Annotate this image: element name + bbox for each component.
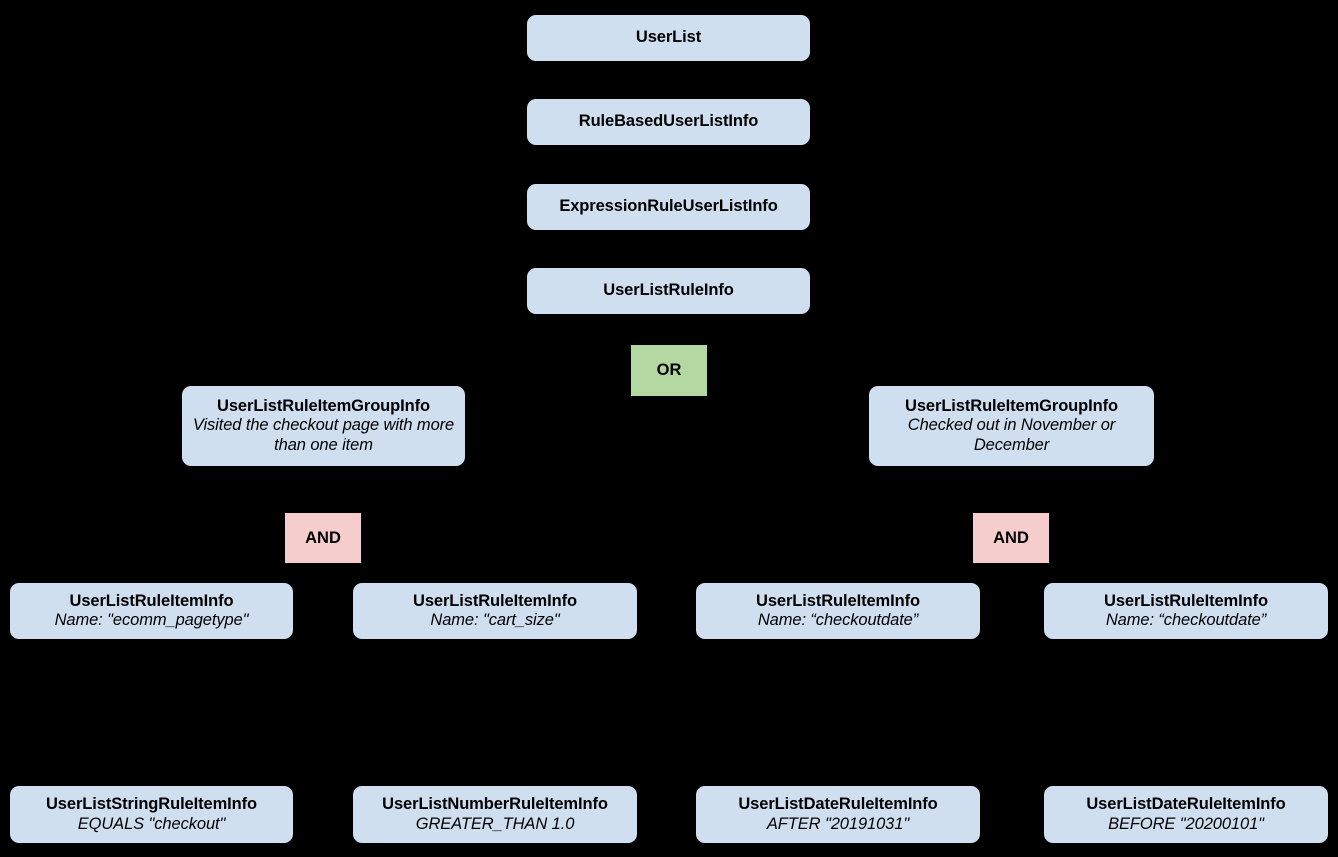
edge-item2-to-leaf2 xyxy=(494,560,496,584)
edge-userlist-to-rulebased xyxy=(667,61,669,99)
node-rule-based-user-list-info[interactable]: RuleBasedUserListInfo xyxy=(527,99,810,145)
operator-label: AND xyxy=(305,528,341,547)
node-rule-item-info-1[interactable]: UserListRuleItemInfo Name: "ecomm_pagety… xyxy=(10,583,293,639)
node-user-list-rule-info[interactable]: UserListRuleInfo xyxy=(527,268,810,314)
node-date-rule-item-info-1[interactable]: UserListDateRuleItemInfo AFTER "20191031… xyxy=(696,786,980,843)
edge-item1-down-to-leaf1 xyxy=(150,639,152,786)
node-subtitle: Name: “checkoutdate” xyxy=(757,611,919,629)
edge-and-left-down xyxy=(322,562,324,564)
node-subtitle: BEFORE "20200101" xyxy=(1108,814,1264,833)
node-subtitle: Checked out in November or December xyxy=(907,416,1116,454)
node-title: UserListDateRuleItemInfo xyxy=(738,795,938,814)
node-title: UserListRuleItemInfo xyxy=(413,591,577,610)
edge-item1-to-leaf1 xyxy=(150,560,152,584)
node-subtitle: Visited the checkout page with more than… xyxy=(192,416,455,454)
operator-label: AND xyxy=(993,528,1029,547)
node-title: UserListRuleItemGroupInfo xyxy=(217,397,430,416)
edge-item2-down-to-leaf2 xyxy=(494,639,496,786)
edge-rulebased-to-expression xyxy=(667,145,669,183)
node-user-list[interactable]: UserList xyxy=(527,15,810,61)
node-subtitle: AFTER "20191031" xyxy=(766,814,910,833)
node-title: UserListStringRuleItemInfo xyxy=(45,795,257,814)
node-title: UserListRuleItemInfo xyxy=(1104,591,1268,610)
operator-and-left[interactable]: AND xyxy=(285,513,361,563)
node-title: UserListNumberRuleItemInfo xyxy=(382,795,608,814)
node-title: UserListDateRuleItemInfo xyxy=(1086,795,1286,814)
node-subtitle: Name: "cart_size" xyxy=(430,611,560,629)
node-rule-item-info-2[interactable]: UserListRuleItemInfo Name: "cart_size" xyxy=(353,583,637,639)
node-subtitle: Name: “checkoutdate” xyxy=(1105,611,1267,629)
node-expression-rule-user-list-info[interactable]: ExpressionRuleUserListInfo xyxy=(527,184,810,230)
node-subtitle: EQUALS "checkout" xyxy=(77,814,226,833)
node-title: UserListRuleItemInfo xyxy=(69,591,234,610)
node-title: UserList xyxy=(635,28,702,47)
node-title: ExpressionRuleUserListInfo xyxy=(559,197,778,216)
edge-ruleinfo-to-or xyxy=(667,314,669,346)
node-title: UserListRuleItemInfo xyxy=(756,591,920,610)
edge-group-right-to-and xyxy=(1010,466,1012,514)
operator-or[interactable]: OR xyxy=(631,345,707,396)
node-rule-item-info-4[interactable]: UserListRuleItemInfo Name: “checkoutdate… xyxy=(1044,583,1328,639)
edge-expression-to-rulerinfo xyxy=(667,230,669,268)
node-rule-item-info-3[interactable]: UserListRuleItemInfo Name: “checkoutdate… xyxy=(696,583,980,639)
node-title: UserListRuleItemGroupInfo xyxy=(905,397,1118,416)
node-subtitle: GREATER_THAN 1.0 xyxy=(415,814,575,833)
node-group-left[interactable]: UserListRuleItemGroupInfo Visited the ch… xyxy=(182,386,465,466)
edge-item4-down-to-leaf4 xyxy=(1185,639,1187,786)
node-date-rule-item-info-2[interactable]: UserListDateRuleItemInfo BEFORE "2020010… xyxy=(1044,786,1328,843)
node-string-rule-item-info[interactable]: UserListStringRuleItemInfo EQUALS "check… xyxy=(10,786,293,843)
edge-item3-down-to-leaf3 xyxy=(837,639,839,786)
operator-label: OR xyxy=(656,361,682,379)
edge-item3-to-leaf3 xyxy=(837,560,839,584)
edge-group-left-to-and xyxy=(322,466,324,514)
node-number-rule-item-info[interactable]: UserListNumberRuleItemInfo GREATER_THAN … xyxy=(353,786,637,843)
node-title: UserListRuleInfo xyxy=(603,281,734,300)
operator-and-right[interactable]: AND xyxy=(973,513,1049,563)
node-group-right[interactable]: UserListRuleItemGroupInfo Checked out in… xyxy=(869,386,1154,466)
node-subtitle: Name: "ecomm_pagetype" xyxy=(54,611,249,629)
edge-item4-to-leaf4 xyxy=(1185,560,1187,584)
node-title: RuleBasedUserListInfo xyxy=(578,112,759,131)
